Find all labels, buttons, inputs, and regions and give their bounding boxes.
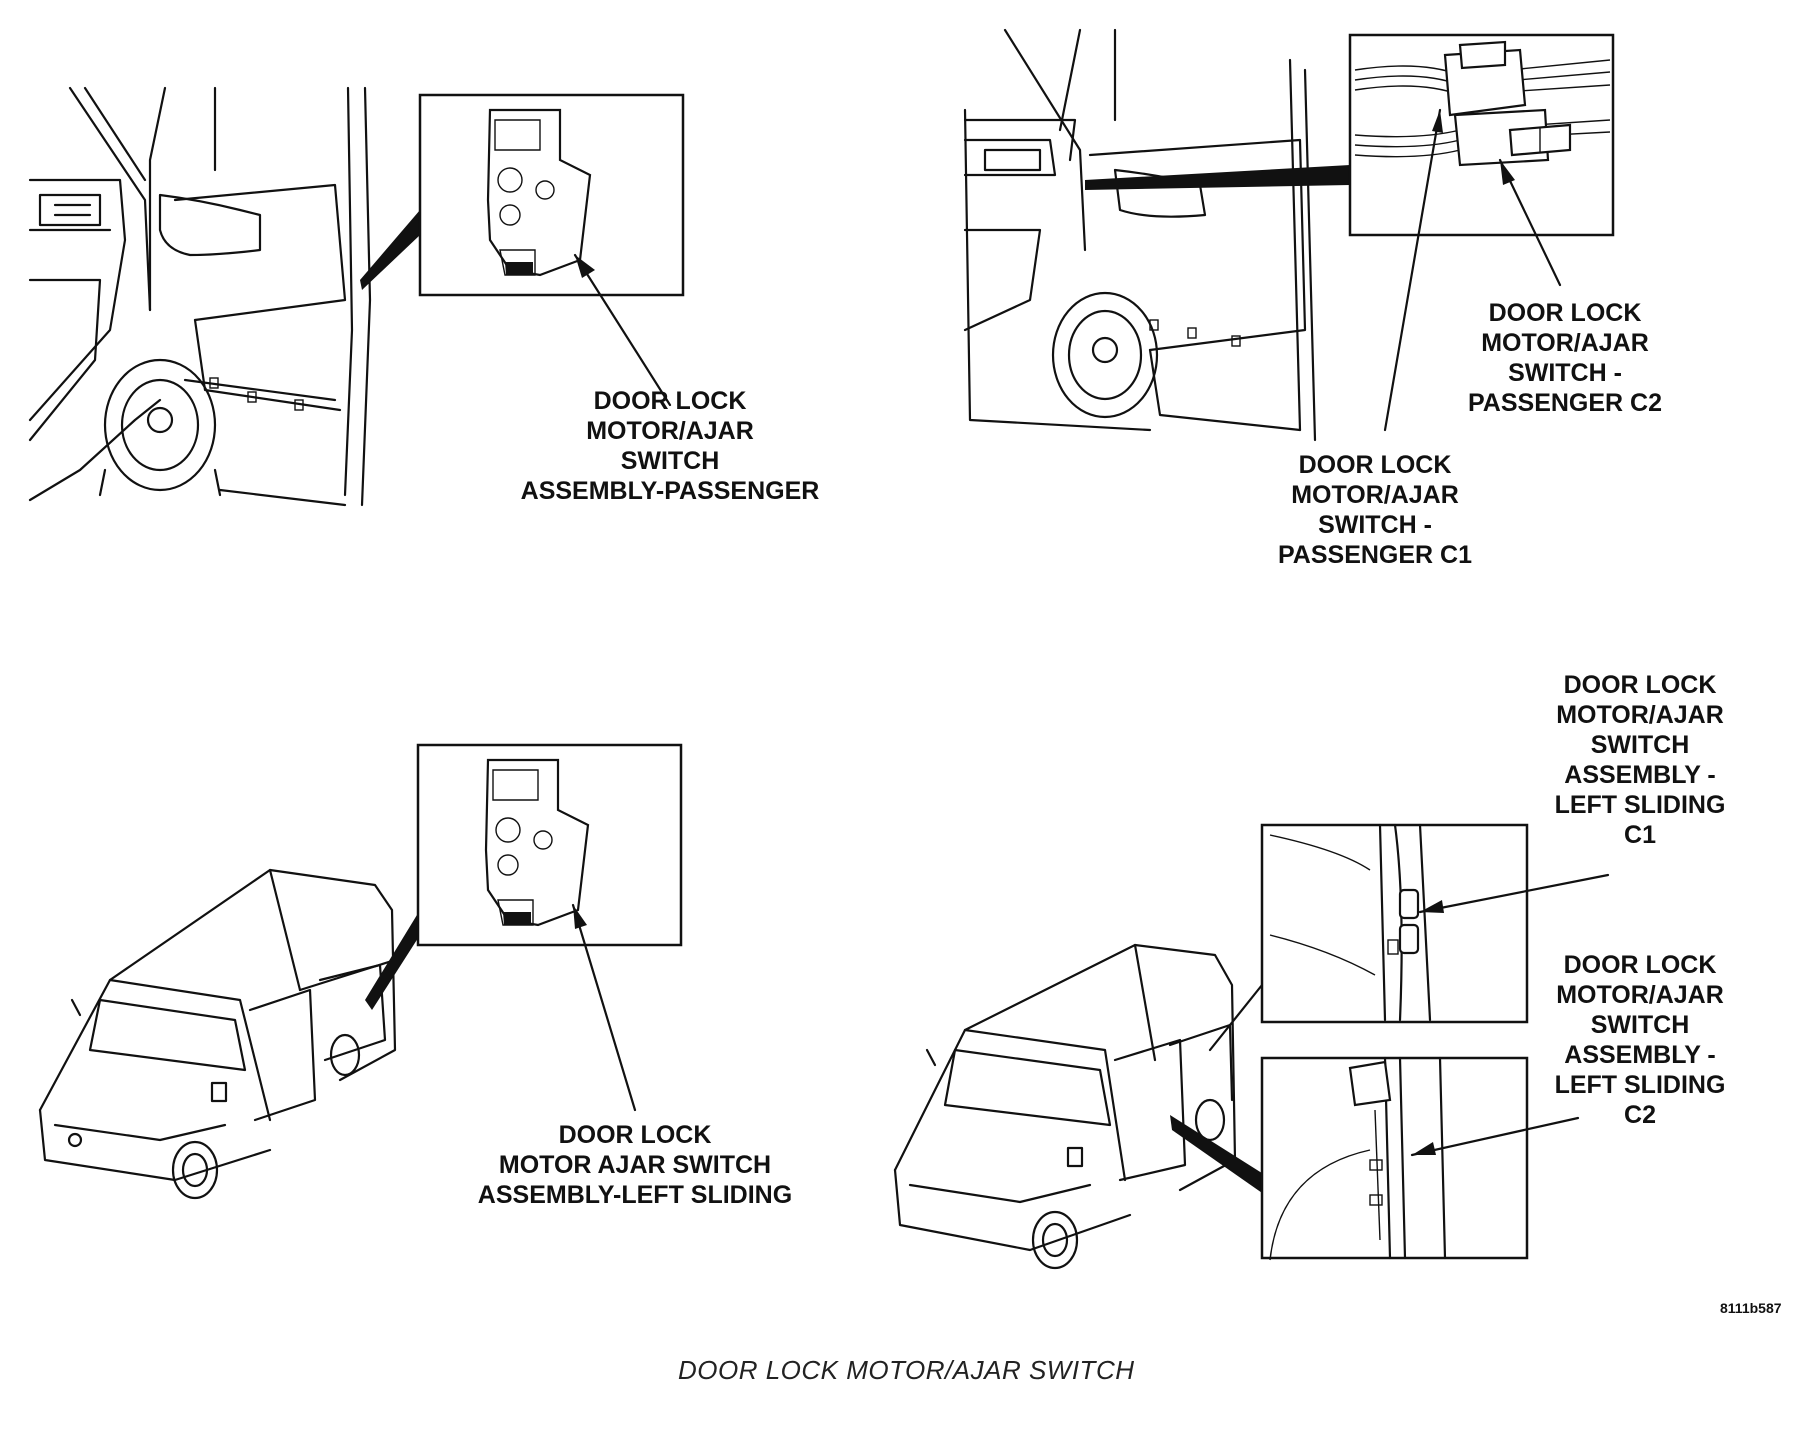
passenger-c2-label: DOOR LOCK MOTOR/AJAR SWITCH - PASSENGER … xyxy=(1467,299,1663,417)
wire-harness-connectors xyxy=(1354,40,1611,167)
passenger-door-illustration xyxy=(28,86,420,507)
passenger-assembly-leader xyxy=(573,253,672,407)
left-sliding-c2-leader xyxy=(1410,1116,1580,1157)
sliding-c2-detail xyxy=(1269,1056,1447,1261)
van-sliding-door-illustration xyxy=(38,868,420,1200)
passenger-door-connector-illustration xyxy=(963,28,1350,442)
sliding-c1-detail xyxy=(1269,823,1432,1022)
figure-reference-id: 8111b587 xyxy=(1720,1300,1782,1316)
left-sliding-assembly-label: DOOR LOCK MOTOR AJAR SWITCH ASSEMBLY-LEF… xyxy=(477,1121,793,1209)
van-sliding-connector-illustration xyxy=(893,943,1265,1270)
left-sliding-assembly-leader xyxy=(571,903,637,1112)
left-sliding-c1-leader xyxy=(1418,873,1610,914)
left-sliding-c2-label: DOOR LOCK MOTOR/AJAR SWITCH ASSEMBLY - L… xyxy=(1554,951,1726,1129)
upper-inset-leader-line xyxy=(1208,983,1264,1052)
left-sliding-c1-label: DOOR LOCK MOTOR/AJAR SWITCH ASSEMBLY - L… xyxy=(1554,671,1726,849)
lock-motor-part-illustration-2 xyxy=(484,758,590,927)
passenger-c1-leader xyxy=(1383,108,1442,432)
lock-motor-part-illustration xyxy=(486,108,592,277)
sliding-c1-inset xyxy=(1260,823,1529,1024)
sliding-c2-inset xyxy=(1260,1056,1529,1260)
passenger-assembly-label: DOOR LOCK MOTOR/AJAR SWITCH ASSEMBLY-PAS… xyxy=(520,387,820,505)
passenger-c1-label: DOOR LOCK MOTOR/AJAR SWITCH - PASSENGER … xyxy=(1277,451,1473,569)
figure-caption: DOOR LOCK MOTOR/AJAR SWITCH xyxy=(678,1355,1135,1385)
